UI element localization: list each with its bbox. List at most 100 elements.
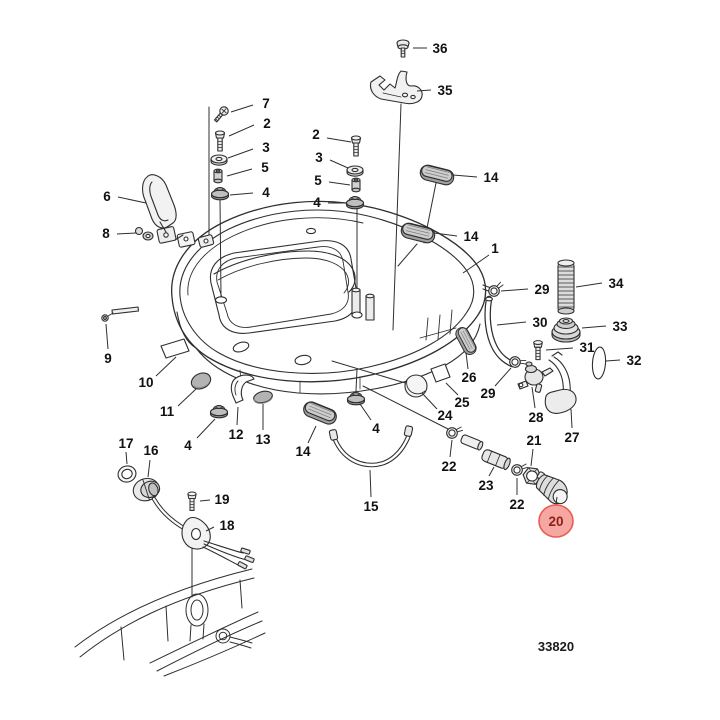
callout-16[interactable]: 16: [143, 443, 159, 458]
callout-23[interactable]: 23: [478, 478, 494, 493]
leader-line-16: [147, 459, 151, 478]
highlight-circle: [538, 504, 574, 538]
callout-2[interactable]: 2: [312, 127, 320, 142]
callout-33[interactable]: 33: [612, 319, 628, 334]
callout-24[interactable]: 24: [437, 408, 453, 423]
leader-line-24: [421, 392, 438, 410]
callout-14[interactable]: 14: [463, 229, 479, 244]
leader-line-9: [105, 323, 109, 350]
callout-20[interactable]: 20: [548, 514, 563, 529]
callout-1[interactable]: 1: [491, 241, 499, 256]
callout-13[interactable]: 13: [255, 432, 271, 447]
leader-line-5: [226, 168, 253, 177]
leader-line-1: [462, 254, 490, 274]
leader-line-21: [530, 448, 534, 467]
leader-line-30: [496, 321, 527, 326]
leader-line-31: [545, 347, 574, 351]
part-19-bolt: [187, 491, 197, 511]
part-9-pin: [101, 306, 140, 322]
callout-3[interactable]: 3: [315, 150, 323, 165]
callout-18[interactable]: 18: [219, 518, 235, 533]
part-27-bracket: [544, 351, 577, 414]
part-26-pad: [453, 324, 479, 358]
callout-36[interactable]: 36: [432, 41, 448, 56]
callout-19[interactable]: 19: [214, 492, 229, 507]
part-34-corrugated-tube: [557, 259, 575, 315]
leader-line-32: [605, 359, 621, 362]
part-30-hose: [484, 295, 516, 368]
callout-25[interactable]: 25: [454, 395, 470, 410]
callout-7[interactable]: 7: [262, 96, 270, 111]
part-5-spacer: [213, 168, 223, 184]
callout-10[interactable]: 10: [138, 375, 153, 390]
callout-4[interactable]: 4: [184, 438, 192, 453]
callout-32[interactable]: 32: [626, 353, 641, 368]
leader-line-14: [307, 425, 317, 444]
callout-2[interactable]: 2: [263, 116, 271, 131]
callout-30[interactable]: 30: [532, 315, 547, 330]
callout-21[interactable]: 21: [526, 433, 542, 448]
callout-31[interactable]: 31: [579, 340, 595, 355]
callout-6[interactable]: 6: [103, 189, 111, 204]
connector-lines: [191, 103, 451, 598]
callout-8[interactable]: 8: [102, 226, 110, 241]
callout-34[interactable]: 34: [608, 276, 624, 291]
drawing-number: 33820: [538, 639, 574, 654]
leader-line-34: [575, 282, 603, 288]
part-35-bracket: [369, 70, 423, 105]
callout-11[interactable]: 11: [160, 404, 175, 419]
part-4-grommet: [346, 391, 366, 406]
callout-22[interactable]: 22: [509, 497, 524, 512]
leader-line-23: [488, 466, 495, 477]
callout-28[interactable]: 28: [528, 410, 544, 425]
part-2-bolt: [350, 135, 362, 157]
part-10-decal: [160, 338, 190, 359]
callout-9[interactable]: 9: [104, 351, 112, 366]
callout-4[interactable]: 4: [372, 421, 380, 436]
leader-line-4: [359, 403, 372, 421]
callout-26[interactable]: 26: [461, 370, 477, 385]
callout-14[interactable]: 14: [483, 170, 499, 185]
callout-35[interactable]: 35: [437, 83, 453, 98]
part-14-pad: [300, 399, 340, 427]
leader-line-14: [452, 174, 478, 178]
callout-4[interactable]: 4: [262, 185, 270, 200]
leader-line-10: [155, 356, 177, 377]
part-16-stop-switch: [132, 477, 192, 534]
leader-line-25: [445, 382, 459, 396]
leader-line-15: [369, 469, 372, 498]
callout-4[interactable]: 4: [313, 195, 321, 210]
part-12-boot: [230, 374, 255, 404]
part-31-bolt: [533, 340, 543, 361]
leader-line-18: [205, 526, 215, 532]
part-4-grommet: [210, 186, 230, 201]
callout-27[interactable]: 27: [564, 430, 579, 445]
callout-5[interactable]: 5: [314, 173, 322, 188]
part-21-nut: [522, 467, 542, 485]
callout-15[interactable]: 15: [363, 499, 379, 514]
callout-14[interactable]: 14: [295, 444, 311, 459]
part-1-bottom-cowl: [156, 200, 492, 395]
part-36-bolt: [396, 39, 410, 58]
part-32-seal-strip: [591, 346, 607, 380]
part-23-tube: [460, 434, 511, 471]
part-3-washer: [346, 165, 364, 177]
part-18-bracket: [181, 516, 255, 570]
part-22-hose-clamp: [445, 424, 464, 441]
callout-12[interactable]: 12: [228, 427, 243, 442]
leader-line-4: [196, 418, 216, 439]
leader-line-29: [500, 288, 529, 292]
callout-29[interactable]: 29: [480, 386, 495, 401]
callout-3[interactable]: 3: [262, 140, 270, 155]
part-14-pad: [399, 221, 437, 245]
callout-22[interactable]: 22: [441, 459, 456, 474]
bottom-cowl-underside-sketch: [74, 568, 266, 677]
callout-5[interactable]: 5: [261, 160, 269, 175]
part-8-bushing: [134, 226, 154, 241]
callout-17[interactable]: 17: [118, 436, 133, 451]
callout-29[interactable]: 29: [534, 282, 549, 297]
part-28-fuel-connector: [517, 361, 554, 393]
leader-line-28: [531, 386, 536, 409]
leader-line-8: [116, 232, 137, 235]
